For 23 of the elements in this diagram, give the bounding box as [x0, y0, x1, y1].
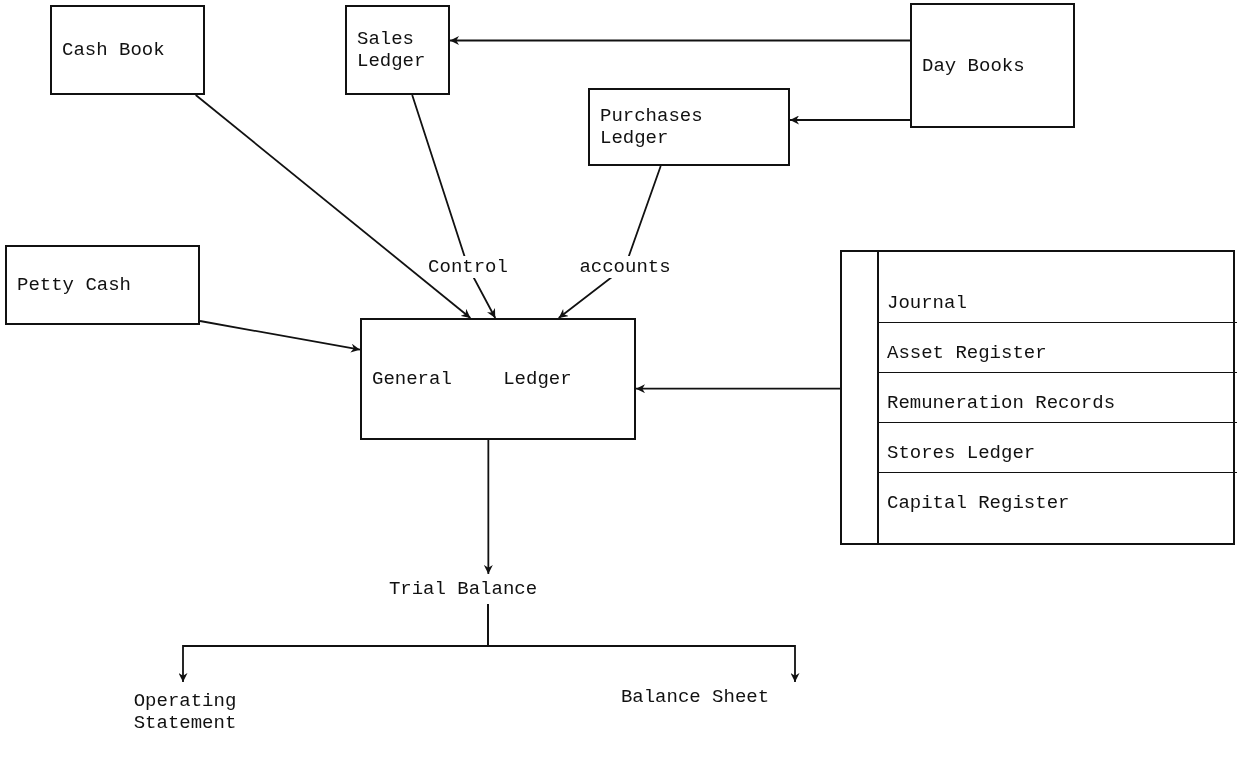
ledger-box: General Ledger	[360, 318, 636, 440]
register-row: Journal	[879, 252, 1237, 322]
register-row: Remuneration Records	[879, 372, 1237, 422]
arrow	[411, 94, 497, 319]
ledger-box: Purchases Ledger	[588, 88, 790, 166]
ledger-box: Petty Cash	[5, 245, 200, 325]
node-label: Balance Sheet	[620, 686, 770, 708]
register-panel	[840, 250, 1235, 545]
node-label: Trial Balance	[388, 578, 538, 600]
ledger-box: Cash Book	[50, 5, 205, 95]
arrow	[483, 439, 493, 575]
arrow	[449, 36, 911, 45]
arrow	[194, 94, 472, 319]
node-label: Operating Statement	[132, 690, 238, 734]
arrow	[789, 115, 911, 125]
register-row: Asset Register	[879, 322, 1237, 372]
register-row: Stores Ledger	[879, 422, 1237, 472]
ledger-box: Sales Ledger	[345, 5, 450, 95]
ledger-box: Day Books	[910, 3, 1075, 128]
arrow	[487, 603, 800, 683]
register-row: Capital Register	[879, 472, 1237, 522]
arrow	[635, 384, 841, 394]
arrow	[199, 320, 361, 353]
